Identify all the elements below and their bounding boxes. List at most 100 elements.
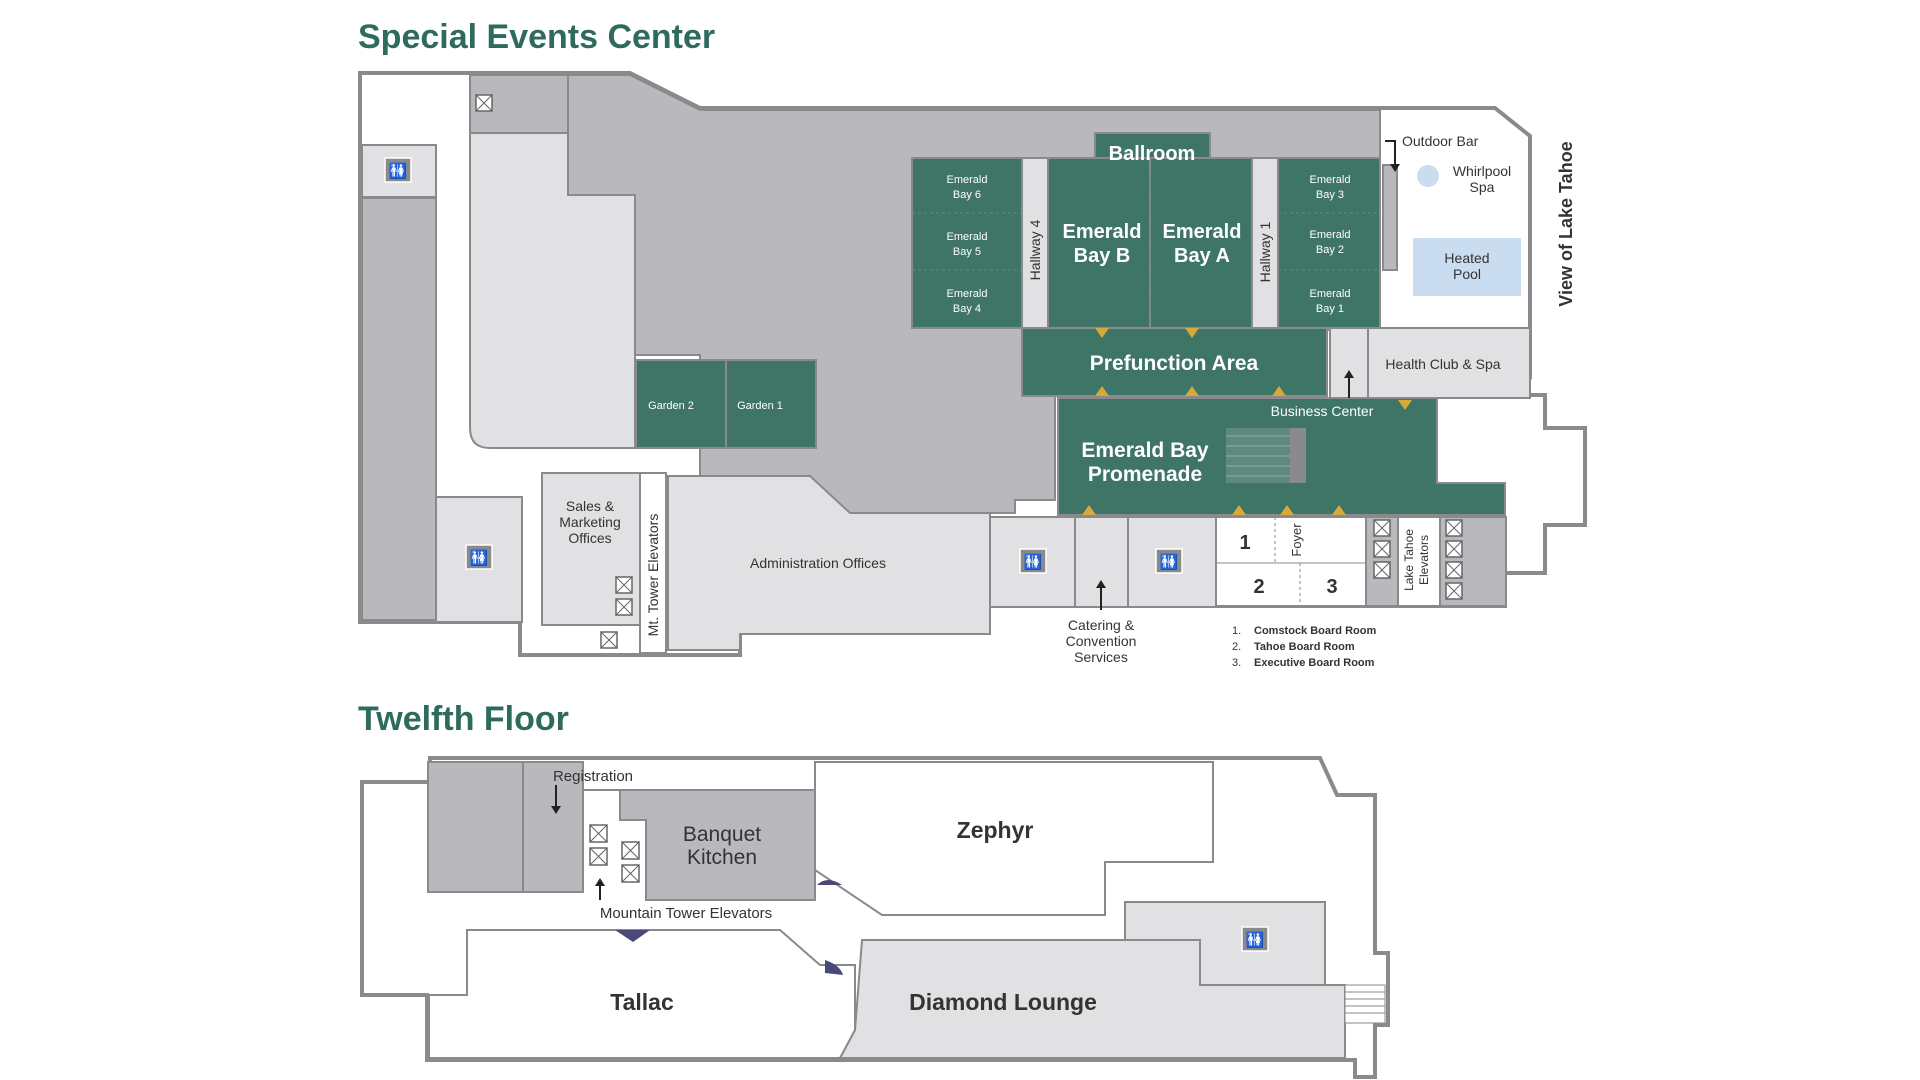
emerald-bay-b-room bbox=[1047, 157, 1151, 329]
restroom-icon: 🚻 bbox=[465, 544, 493, 570]
emerald-bay-6-room bbox=[911, 157, 1023, 329]
prefunction-label: Prefunction Area bbox=[1090, 352, 1259, 375]
svg-text:🚻: 🚻 bbox=[1024, 553, 1043, 571]
mt-tower-elevators-label: Mt. Tower Elevators bbox=[645, 514, 661, 637]
bay5-label-line1: Emerald bbox=[947, 231, 988, 243]
bay5-label-line2: Bay 5 bbox=[953, 246, 981, 258]
twelfth-floor-title: Twelfth Floor bbox=[358, 700, 569, 738]
legend-1-number: 1. bbox=[1232, 625, 1241, 637]
left-hall bbox=[469, 132, 636, 449]
lake-tahoe-elevators-label-line1: Lake Tahoe bbox=[1402, 529, 1416, 591]
board-room-3-label: 3 bbox=[1326, 576, 1337, 598]
garden-2-label: Garden 2 bbox=[648, 400, 694, 412]
elevator-icon bbox=[615, 576, 633, 594]
left-strip bbox=[361, 197, 437, 621]
sales-label-line2: Marketing bbox=[559, 514, 620, 530]
svg-text:🚻: 🚻 bbox=[389, 162, 408, 180]
hallway-1-label: Hallway 1 bbox=[1257, 221, 1273, 282]
lake-tahoe-elevators-label-line2: Elevators bbox=[1417, 535, 1431, 585]
arrow-icon bbox=[1385, 140, 1400, 172]
bay1-label-line2: Bay 1 bbox=[1316, 303, 1344, 315]
registration-label: Registration bbox=[553, 768, 633, 785]
bay6-label-line1: Emerald bbox=[947, 174, 988, 186]
elevator-icon bbox=[1445, 561, 1463, 579]
mountain-tower-elevators-label: Mountain Tower Elevators bbox=[600, 905, 772, 922]
special-events-floor: 🚻 🚻 🚻 🚻 Ballroom Emerald B bbox=[358, 71, 1587, 669]
catering-label-line2: Convention bbox=[1066, 633, 1137, 649]
board-room-block bbox=[1215, 516, 1367, 607]
left-gray-block-1 bbox=[427, 761, 524, 893]
svg-text:🚻: 🚻 bbox=[1160, 553, 1179, 571]
heated-pool bbox=[1413, 238, 1521, 296]
arrow-icon bbox=[551, 785, 561, 814]
left-gray-block-2 bbox=[522, 761, 584, 893]
hallway-1 bbox=[1251, 157, 1279, 329]
tallac-room bbox=[428, 929, 856, 1059]
door-marks bbox=[1082, 328, 1412, 515]
elevator-icon bbox=[475, 94, 493, 112]
bay2-label-line2: Bay 2 bbox=[1316, 244, 1344, 256]
emerald-bay-3-room bbox=[1277, 157, 1381, 329]
sales-marketing-room bbox=[541, 472, 641, 626]
business-center-label: Business Center bbox=[1271, 403, 1374, 419]
lake-tahoe-elevator-label-box bbox=[1397, 516, 1441, 607]
administration-offices-room bbox=[667, 475, 991, 651]
bay3-label-line2: Bay 3 bbox=[1316, 189, 1344, 201]
legend-2-text: Tahoe Board Room bbox=[1254, 641, 1355, 653]
board-room-2-label: 2 bbox=[1253, 576, 1264, 598]
catering-label-line1: Catering & bbox=[1068, 617, 1135, 633]
catering-label-line3: Services bbox=[1074, 649, 1128, 665]
arrow-icon bbox=[595, 878, 605, 900]
elevator-icon bbox=[1373, 540, 1391, 558]
restroom-icon: 🚻 bbox=[384, 157, 412, 183]
legend-3-number: 3. bbox=[1232, 657, 1241, 669]
special-events-title: Special Events Center bbox=[358, 18, 715, 56]
emerald-bay-a-label-line1: Emerald bbox=[1163, 221, 1242, 243]
hallway-4-label: Hallway 4 bbox=[1027, 219, 1043, 280]
outdoor-bar-label: Outdoor Bar bbox=[1402, 133, 1479, 149]
sales-label-line3: Offices bbox=[568, 530, 611, 546]
restroom-icon: 🚻 bbox=[1241, 926, 1269, 952]
administration-label: Administration Offices bbox=[750, 555, 886, 571]
garden-1-label: Garden 1 bbox=[737, 400, 783, 412]
prefunction-area bbox=[1021, 327, 1328, 397]
board-room-1-label: 1 bbox=[1239, 532, 1250, 554]
elevator-icon bbox=[621, 841, 640, 860]
diamond-lounge-label: Diamond Lounge bbox=[909, 989, 1097, 1015]
mt-tower-elevator-shaft bbox=[639, 472, 667, 654]
whirlpool-spa bbox=[1417, 165, 1439, 187]
emerald-bay-b-label-line2: Bay B bbox=[1074, 245, 1131, 267]
svg-text:🚻: 🚻 bbox=[1246, 931, 1265, 949]
elevator-icon bbox=[600, 631, 618, 649]
twelfth-floor: 🚻 Registration Banquet Kitchen Zephyr Mo… bbox=[360, 756, 1390, 1079]
legend-1-text: Comstock Board Room bbox=[1254, 625, 1376, 637]
emerald-bay-a-label-line2: Bay A bbox=[1174, 245, 1230, 267]
elevator-icon bbox=[1373, 561, 1391, 579]
board-room-legend: 1. Comstock Board Room 2. Tahoe Board Ro… bbox=[1232, 625, 1376, 669]
promenade-label-line2: Promenade bbox=[1088, 463, 1202, 486]
sales-label-line1: Sales & bbox=[566, 498, 615, 514]
banquet-kitchen-label-line1: Banquet bbox=[683, 823, 761, 846]
banquet-kitchen-label-line2: Kitchen bbox=[687, 846, 757, 869]
zephyr-label: Zephyr bbox=[957, 817, 1034, 843]
ballroom-label: Ballroom bbox=[1109, 143, 1196, 165]
garden-2-room bbox=[635, 359, 727, 449]
promenade-label-line1: Emerald Bay bbox=[1081, 439, 1209, 462]
view-lake-tahoe-label: View of Lake Tahoe bbox=[1556, 141, 1576, 306]
stairs-twelfth bbox=[1344, 984, 1386, 1024]
legend-2-number: 2. bbox=[1232, 641, 1241, 653]
pool-label-line1: Heated bbox=[1444, 250, 1489, 266]
elevator-icon bbox=[1445, 519, 1463, 537]
bay6-label-line2: Bay 6 bbox=[953, 189, 981, 201]
foyer-label: Foyer bbox=[1289, 523, 1304, 557]
elevator-icon bbox=[589, 847, 608, 866]
garden-1-room bbox=[725, 359, 817, 449]
bay3-label-line1: Emerald bbox=[1310, 174, 1351, 186]
whirlpool-label-line2: Spa bbox=[1470, 179, 1495, 195]
emerald-bay-b-label-line1: Emerald bbox=[1063, 221, 1142, 243]
bay4-label-line2: Bay 4 bbox=[953, 303, 981, 315]
outdoor-bar bbox=[1382, 164, 1398, 271]
bay1-label-line1: Emerald bbox=[1310, 288, 1351, 300]
health-club-room bbox=[1367, 327, 1531, 399]
bay2-label-line1: Emerald bbox=[1310, 229, 1351, 241]
